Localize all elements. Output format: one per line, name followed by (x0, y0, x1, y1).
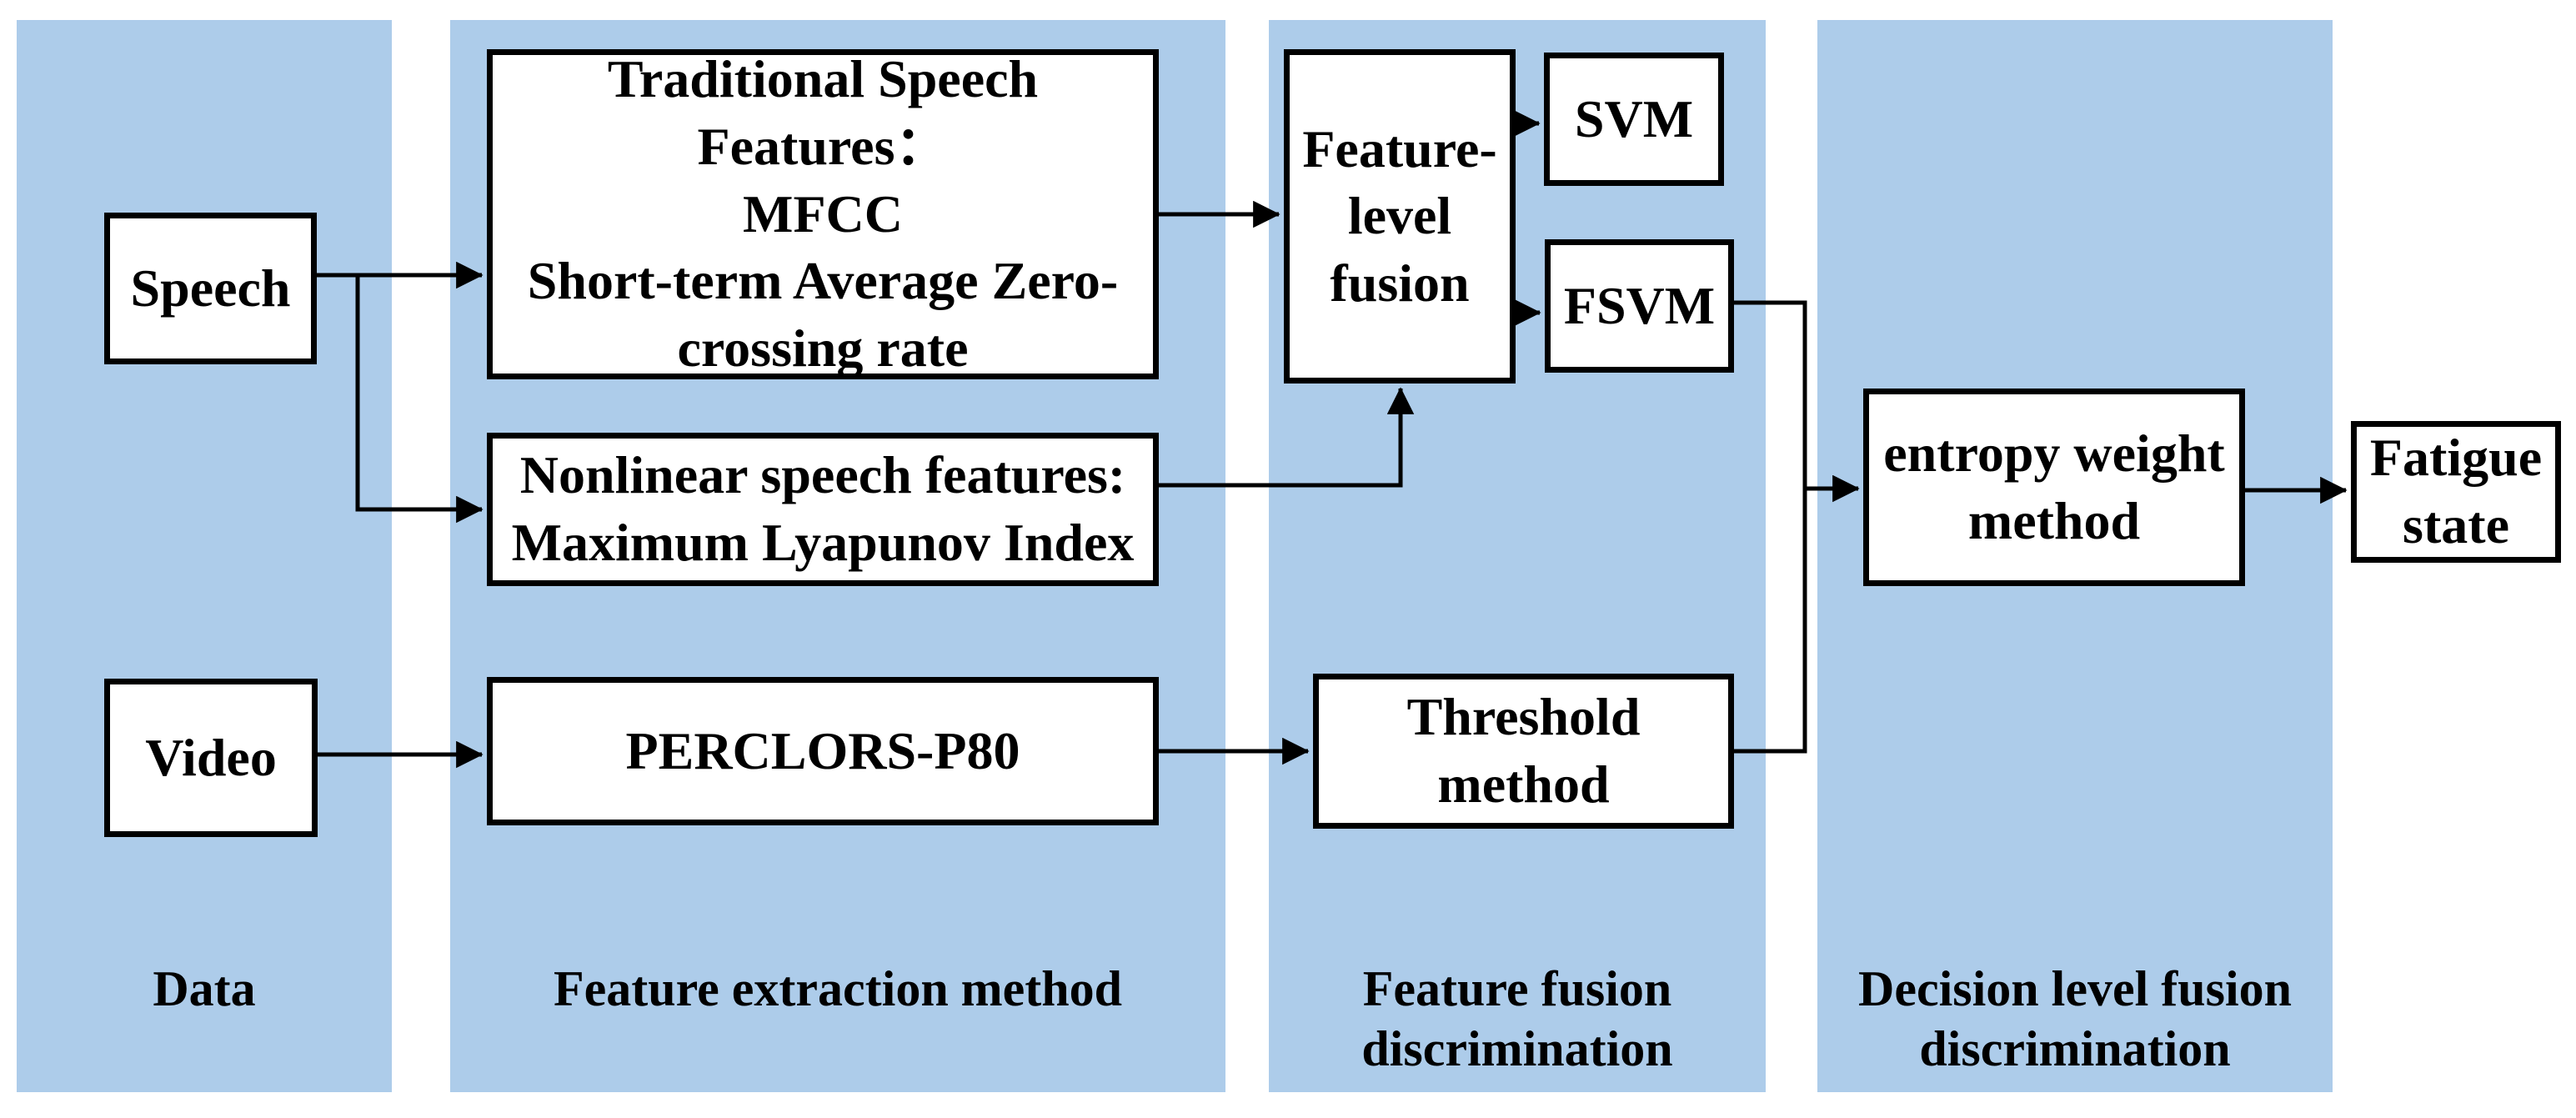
column-panel-data (17, 20, 392, 1092)
node-threshold-method: Threshold method (1313, 674, 1734, 829)
node-speech: Speech (104, 213, 317, 364)
node-video: Video (104, 679, 318, 837)
column-label-feature-extraction: Feature extraction method (553, 961, 1123, 1016)
node-fatigue-state: Fatigue state (2351, 421, 2561, 563)
node-feature-level-fusion: Feature- level fusion (1284, 49, 1516, 384)
node-fsvm: FSVM (1545, 239, 1734, 373)
column-label-decision-fusion: Decision level fusion discrimination (1858, 961, 2292, 1076)
node-nonlinear-speech-features: Nonlinear speech features: Maximum Lyapu… (487, 433, 1159, 586)
node-entropy-weight-method: entropy weight method (1863, 389, 2245, 586)
node-traditional-speech-features: Traditional Speech Features： MFCC Short-… (487, 49, 1159, 379)
column-label-data: Data (153, 961, 256, 1016)
node-perclors-p80: PERCLORS-P80 (487, 677, 1159, 825)
node-svm: SVM (1544, 53, 1724, 186)
column-label-feature-fusion: Feature fusion discrimination (1361, 961, 1673, 1076)
